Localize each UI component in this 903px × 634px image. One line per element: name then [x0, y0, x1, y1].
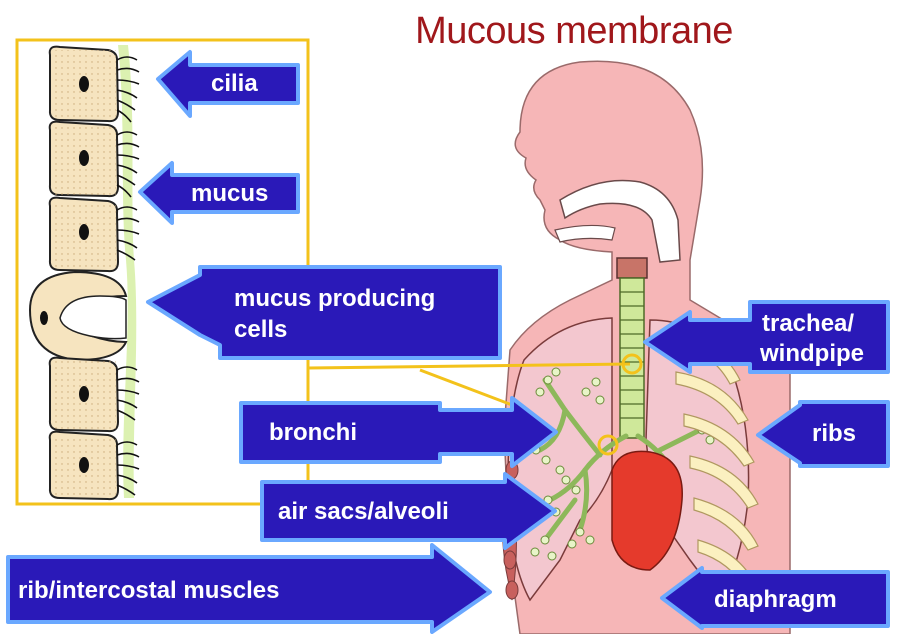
label-ribs: ribs: [812, 420, 856, 448]
trachea: [617, 258, 647, 438]
goblet-cell: [30, 272, 126, 360]
label-diaphragm: diaphragm: [714, 586, 837, 614]
label-trachea-line2: windpipe: [760, 340, 864, 368]
label-mucus: mucus: [191, 180, 268, 208]
label-cilia: cilia: [211, 70, 258, 98]
label-intercostal-muscles: rib/intercostal muscles: [18, 577, 279, 605]
label-mucus-producing-cells-line1: mucus producing: [234, 285, 435, 313]
label-air-sacs: air sacs/alveoli: [278, 498, 449, 526]
label-bronchi: bronchi: [269, 419, 357, 447]
diagram-title: Mucous membrane: [364, 10, 784, 53]
label-mucus-producing-cells-line2: cells: [234, 316, 287, 344]
cell-6: [50, 432, 139, 499]
label-trachea-line1: trachea/: [762, 310, 854, 338]
